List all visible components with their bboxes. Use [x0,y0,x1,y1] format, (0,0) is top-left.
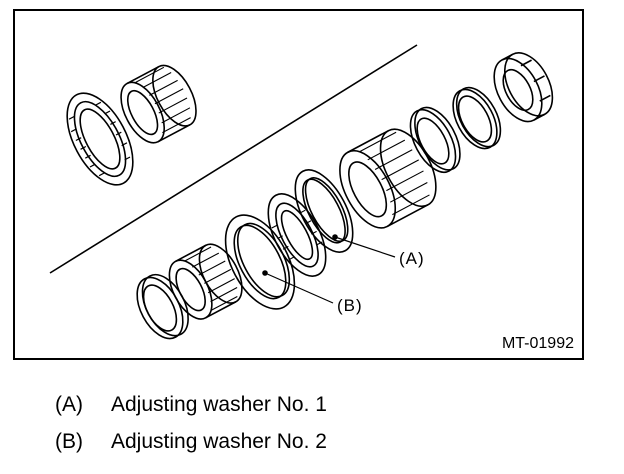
legend-row-b: (B) Adjusting washer No. 2 [55,431,327,452]
right-thin-washer [452,86,502,150]
adjusting-washer-a-part [294,169,354,253]
legend-key-b: (B) [55,430,83,453]
callout-b-label: (B) [337,296,363,315]
leader-line-b [264,272,334,304]
right-needle-bearing [339,128,437,229]
legend-text-b: Adjusting washer No. 2 [111,430,327,453]
bearing-assembly-drawing [49,44,554,340]
leader-dot-a [332,234,338,240]
right-race-ring [409,106,461,173]
figure-code: MT-01992 [501,335,574,352]
callout-a-label: (A) [399,249,425,268]
lower-needle-bearing [168,243,243,320]
leader-line-a [334,236,396,258]
leader-dot-b [262,270,268,276]
lock-nut [493,52,554,123]
upper-bearing-cage [66,92,134,186]
upper-needle-bearing [120,64,197,144]
exploded-diagram: (A) (B) MT-01992 [13,9,584,360]
lower-race-ring [136,273,189,340]
divider-line [49,44,418,274]
legend-row-a: (A) Adjusting washer No. 1 [55,394,327,415]
legend-text-a: Adjusting washer No. 1 [111,393,327,416]
legend-key-a: (A) [55,393,83,416]
